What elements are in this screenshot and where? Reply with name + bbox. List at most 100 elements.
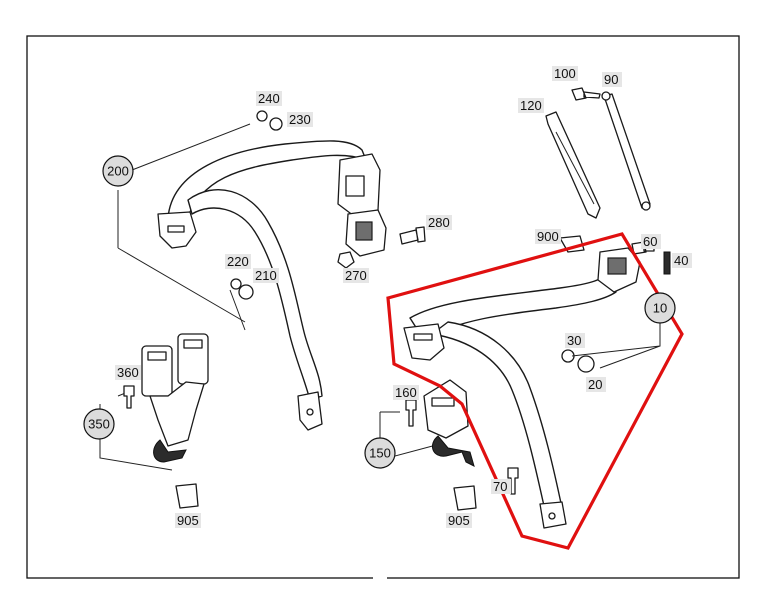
bolt-360 bbox=[123, 385, 135, 409]
label-bg bbox=[446, 513, 472, 528]
buckle-slot-150 bbox=[431, 397, 455, 407]
callout-200[interactable]: 200 bbox=[102, 155, 134, 187]
part-label-230[interactable]: 230 bbox=[287, 112, 313, 127]
callout-label: 150 bbox=[369, 446, 391, 461]
nut-270 bbox=[337, 251, 355, 269]
anchor-hole bbox=[548, 512, 556, 520]
callout-150[interactable]: 150 bbox=[364, 437, 396, 469]
part-label-30[interactable]: 30 bbox=[565, 333, 585, 348]
buckle-strap bbox=[149, 381, 205, 447]
end-plate-hole bbox=[306, 408, 314, 416]
label-text: 100 bbox=[554, 66, 576, 81]
label-bg bbox=[518, 98, 544, 113]
retractor-10-mechanism bbox=[607, 257, 627, 275]
label-text: 360 bbox=[117, 365, 139, 380]
screw-40 bbox=[663, 251, 671, 275]
label-text: 30 bbox=[567, 333, 581, 348]
callout-10[interactable]: 10 bbox=[644, 292, 676, 324]
buckle-housing-150 bbox=[423, 379, 469, 439]
part-label-220[interactable]: 220 bbox=[225, 254, 251, 269]
buckle-slot-left bbox=[147, 351, 167, 361]
buckle-wire-150 bbox=[431, 435, 475, 467]
part-label-100[interactable]: 100 bbox=[552, 66, 578, 81]
buckle-connector-350 bbox=[175, 483, 199, 509]
cap-20 bbox=[577, 355, 595, 373]
buckle-wire bbox=[153, 439, 187, 463]
part-label-210[interactable]: 210 bbox=[253, 268, 279, 283]
label-bg bbox=[641, 234, 661, 249]
label-text: 280 bbox=[428, 215, 450, 230]
diagram-frame bbox=[26, 35, 740, 579]
label-bg bbox=[491, 479, 511, 494]
belt-webbing-lower bbox=[187, 188, 323, 401]
belt-assembly-10[interactable] bbox=[403, 235, 671, 529]
part-label-40[interactable]: 40 bbox=[672, 253, 692, 268]
callout-circle bbox=[644, 292, 676, 324]
belt-webbing-upper bbox=[167, 140, 367, 223]
part-label-120[interactable]: 120 bbox=[518, 98, 544, 113]
belt-assembly-200[interactable] bbox=[117, 110, 426, 431]
callout-label: 200 bbox=[107, 164, 129, 179]
callout-circle bbox=[364, 437, 396, 469]
bolt-70 bbox=[507, 467, 519, 495]
label-text: 40 bbox=[674, 253, 688, 268]
label-text: 220 bbox=[227, 254, 249, 269]
part-label-160[interactable]: 160 bbox=[393, 385, 419, 400]
belt-tongue-10 bbox=[403, 323, 445, 361]
label-bg bbox=[426, 215, 452, 230]
label-bg bbox=[256, 91, 282, 106]
bracket-120-detail bbox=[555, 131, 595, 205]
part-label-280[interactable]: 280 bbox=[426, 215, 452, 230]
washer-230 bbox=[269, 117, 283, 131]
label-text: 905 bbox=[448, 513, 470, 528]
part-label-905-right[interactable]: 905 bbox=[446, 513, 472, 528]
part-label-90[interactable]: 90 bbox=[602, 72, 622, 87]
label-text: 60 bbox=[643, 234, 657, 249]
part-label-240[interactable]: 240 bbox=[256, 91, 282, 106]
label-text: 90 bbox=[604, 72, 618, 87]
label-text: 160 bbox=[395, 385, 417, 400]
buckle-assembly-350[interactable] bbox=[99, 333, 209, 509]
rod-90-bottom bbox=[641, 201, 651, 211]
label-text: 210 bbox=[255, 268, 277, 283]
label-bg bbox=[552, 66, 578, 81]
bracket-200 bbox=[117, 123, 251, 323]
rod-90 bbox=[603, 93, 651, 209]
belt-tongue-slot bbox=[167, 225, 185, 233]
label-bg bbox=[586, 377, 606, 392]
retractor-mechanism bbox=[355, 221, 373, 241]
part-label-60[interactable]: 60 bbox=[641, 234, 661, 249]
label-text: 270 bbox=[345, 268, 367, 283]
label-text: 905 bbox=[177, 513, 199, 528]
label-bg bbox=[672, 253, 692, 268]
leader-220-210 bbox=[229, 289, 246, 331]
upper-mount-parts[interactable] bbox=[545, 87, 651, 219]
part-label-270[interactable]: 270 bbox=[343, 268, 369, 283]
callout-circle bbox=[102, 155, 134, 187]
buckle-slot-right bbox=[183, 339, 203, 349]
callout-label: 10 bbox=[653, 301, 667, 316]
label-bg bbox=[393, 385, 419, 400]
belt-tongue-10-slot bbox=[413, 333, 433, 341]
label-bg bbox=[287, 112, 313, 127]
label-text: 120 bbox=[520, 98, 542, 113]
callout-350[interactable]: 350 bbox=[83, 408, 115, 440]
label-bg bbox=[115, 365, 141, 380]
label-bg bbox=[253, 268, 279, 283]
label-text: 20 bbox=[588, 377, 602, 392]
highlight-outline bbox=[386, 232, 684, 550]
label-bg bbox=[602, 72, 622, 87]
part-label-70[interactable]: 70 bbox=[491, 479, 511, 494]
bolt-160 bbox=[405, 399, 417, 427]
part-label-900[interactable]: 900 bbox=[535, 229, 561, 244]
callout-circle bbox=[83, 408, 115, 440]
part-label-20[interactable]: 20 bbox=[586, 377, 606, 392]
part-label-360[interactable]: 360 bbox=[115, 365, 141, 380]
cap-210 bbox=[238, 284, 254, 300]
buckle-assembly-150[interactable] bbox=[379, 379, 477, 511]
label-bg bbox=[175, 513, 201, 528]
label-bg bbox=[565, 333, 585, 348]
part-label-905-left[interactable]: 905 bbox=[175, 513, 201, 528]
callout-label: 350 bbox=[88, 417, 110, 432]
